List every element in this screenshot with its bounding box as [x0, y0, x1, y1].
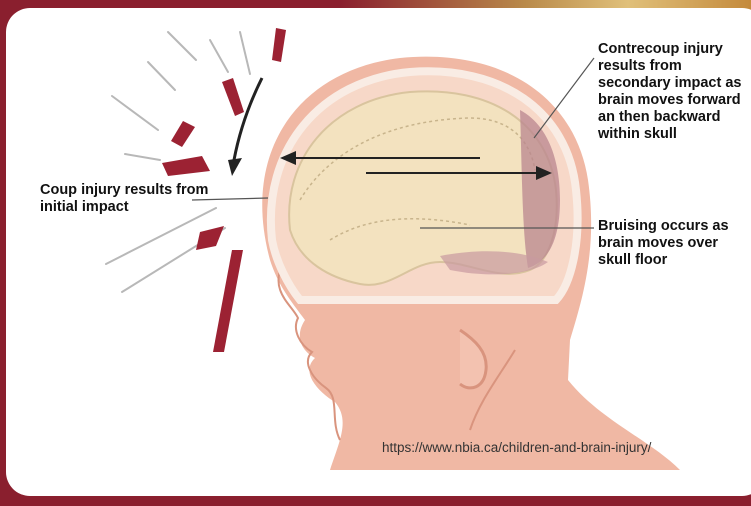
impact-shard	[272, 28, 286, 62]
impact-shard	[222, 78, 244, 116]
motion-curve-arrow	[234, 78, 262, 160]
impact-shard	[196, 226, 224, 250]
source-url: https://www.nbia.ca/children-and-brain-i…	[382, 440, 651, 455]
impact-shard	[213, 250, 243, 352]
coup-injury-label: Coup injury results from initial impact	[40, 182, 215, 216]
motion-curve-arrowhead	[228, 158, 242, 176]
impact-shard	[162, 156, 210, 176]
impact-line	[168, 32, 196, 60]
contrecoup-injury-label: Contrecoup injury results from secondary…	[598, 41, 748, 143]
impact-line	[210, 40, 228, 72]
impact-line	[148, 62, 175, 90]
impact-shard	[171, 121, 195, 147]
impact-line	[112, 96, 158, 130]
bruising-label: Bruising occurs as brain moves over skul…	[598, 218, 748, 269]
impact-line	[125, 154, 160, 160]
impact-line	[240, 32, 250, 74]
